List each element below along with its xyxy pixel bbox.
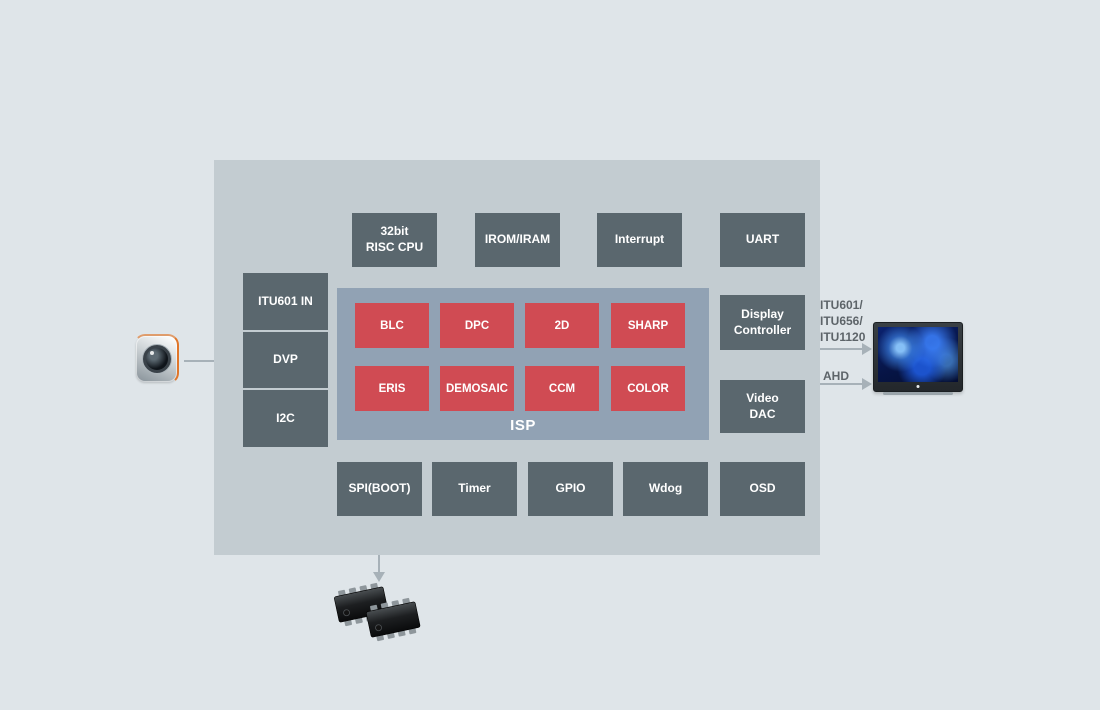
module-label: DEMOSAIC	[446, 382, 508, 395]
block-label: Video DAC	[746, 390, 779, 421]
module-label: BLC	[380, 319, 404, 332]
block-label: Display Controller	[733, 306, 792, 337]
block-label: IROM/IRAM	[484, 232, 551, 247]
block-i2c: I2C	[243, 390, 328, 447]
monitor-stand-icon	[883, 392, 953, 395]
arrowhead-down-icon	[373, 572, 385, 582]
isp-title: ISP	[510, 417, 536, 434]
module-label: COLOR	[627, 382, 669, 395]
arrowhead-right-icon	[862, 343, 872, 355]
block-display-controller: Display Controller	[720, 295, 805, 350]
block-timer: Timer	[432, 462, 517, 516]
block-itu601-in: ITU601 IN	[243, 273, 328, 330]
block-label: SPI(BOOT)	[348, 481, 411, 496]
block-label: DVP	[273, 352, 298, 367]
monitor-screen-image	[878, 327, 958, 382]
isp-module-color: COLOR	[611, 366, 685, 411]
block-osd: OSD	[720, 462, 805, 516]
block-label: ITU601 IN	[258, 293, 313, 308]
block-label: UART	[745, 232, 780, 247]
block-uart: UART	[720, 213, 805, 267]
block-wdog: Wdog	[623, 462, 708, 516]
isp-module-2d: 2D	[525, 303, 599, 348]
module-label: SHARP	[627, 319, 669, 332]
block-label: I2C	[276, 410, 295, 425]
isp-module-demosaic: DEMOSAIC	[440, 366, 514, 411]
block-irom-iram: IROM/IRAM	[475, 213, 560, 267]
block-label: Wdog	[648, 481, 683, 496]
module-label: DPC	[464, 319, 490, 332]
isp-module-eris: ERIS	[355, 366, 429, 411]
block-interrupt: Interrupt	[597, 213, 682, 267]
block-video-dac: Video DAC	[720, 380, 805, 433]
block-risc-cpu: 32bit RISC CPU	[352, 213, 437, 267]
module-label: ERIS	[378, 382, 406, 395]
isp-module-dpc: DPC	[440, 303, 514, 348]
isp-module-sharp: SHARP	[611, 303, 685, 348]
isp-module-blc: BLC	[355, 303, 429, 348]
block-label: Timer	[458, 481, 491, 496]
block-dvp: DVP	[243, 332, 328, 388]
block-spi-boot: SPI(BOOT)	[337, 462, 422, 516]
block-label: OSD	[749, 481, 776, 496]
camera-sensor-icon	[134, 334, 179, 384]
flash-chip-2-icon	[366, 597, 421, 642]
display-monitor-icon	[873, 322, 963, 395]
module-label: CCM	[548, 382, 576, 395]
block-gpio: GPIO	[528, 462, 613, 516]
ahd-output-label: AHD	[823, 369, 849, 383]
block-label: Interrupt	[614, 232, 665, 247]
camera-lens-icon	[142, 345, 171, 373]
isp-module-ccm: CCM	[525, 366, 599, 411]
monitor-power-led-icon	[916, 385, 920, 388]
module-label: 2D	[554, 319, 570, 332]
arrowhead-right-icon	[862, 378, 872, 390]
block-label: 32bit RISC CPU	[365, 224, 424, 254]
display-output-label: ITU601/ ITU656/ ITU1120	[820, 298, 866, 344]
block-label: GPIO	[555, 481, 586, 496]
